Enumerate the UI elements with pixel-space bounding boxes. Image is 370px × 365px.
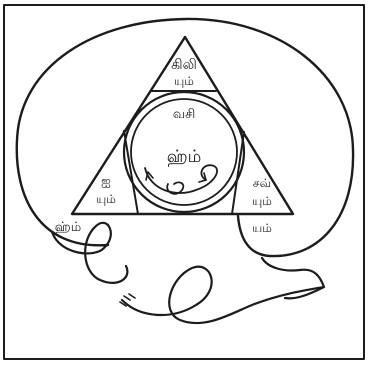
left-triangle-label-1: ஐ — [101, 174, 111, 188]
circle-top-label: வசி — [173, 107, 196, 122]
right-triangle-label-1: சவ் — [253, 176, 271, 190]
top-triangle-label-1: கிலி — [171, 57, 197, 73]
circle-center-label: ஹ்ம் — [167, 147, 202, 167]
right-triangle-label-2: யும் — [252, 194, 272, 208]
tail-label: ஹ்ம் — [55, 220, 81, 235]
top-triangle-label-2: யும் — [174, 74, 194, 88]
right-bottom-label: யம் — [252, 221, 272, 235]
left-triangle-label-2: யும் — [96, 192, 116, 206]
